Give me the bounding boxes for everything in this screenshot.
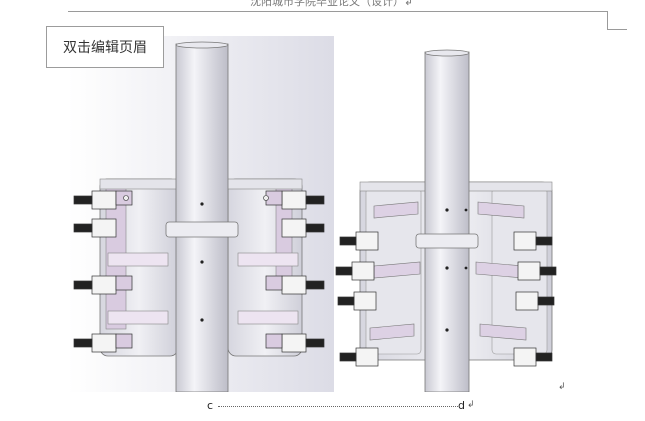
edit-header-button[interactable]: 双击编辑页眉	[46, 26, 164, 68]
header-corner-marker	[607, 11, 608, 29]
left-drive-units-left	[73, 190, 133, 353]
left-arm-1	[107, 252, 169, 267]
right-fasteners	[445, 208, 468, 332]
right-pole	[424, 51, 470, 392]
left-fasteners	[123, 195, 269, 322]
right-clamp-assembly	[335, 49, 557, 392]
header-corner-marker-horizontal	[607, 29, 627, 30]
figure-caption-row: c d ↲	[205, 399, 475, 413]
caption-left-label: c	[207, 399, 214, 412]
caption-paragraph-mark: ↲	[467, 400, 475, 410]
right-pole-top	[424, 49, 470, 57]
figure-paragraph-mark: ↲	[558, 382, 566, 392]
right-collar	[415, 233, 479, 249]
header-boundary-line	[68, 11, 608, 12]
left-arm-3	[107, 310, 169, 325]
left-collar	[165, 221, 239, 238]
left-drive-units-right	[265, 190, 325, 353]
left-arm-4	[237, 310, 299, 325]
right-drive-units-left	[335, 231, 379, 367]
caption-right-label: d	[458, 399, 465, 412]
left-pole-top	[175, 41, 229, 49]
right-drive-units-right	[513, 231, 557, 367]
right-arms	[369, 201, 527, 341]
running-header-title: 沈阳城市学院毕业论文（设计）↲	[250, 0, 414, 8]
left-clamp-assembly	[73, 41, 325, 392]
caption-tab-leader	[218, 406, 458, 407]
left-pole	[175, 43, 229, 392]
left-arm-2	[237, 252, 299, 267]
cad-pole-clamp-figure	[68, 36, 557, 392]
